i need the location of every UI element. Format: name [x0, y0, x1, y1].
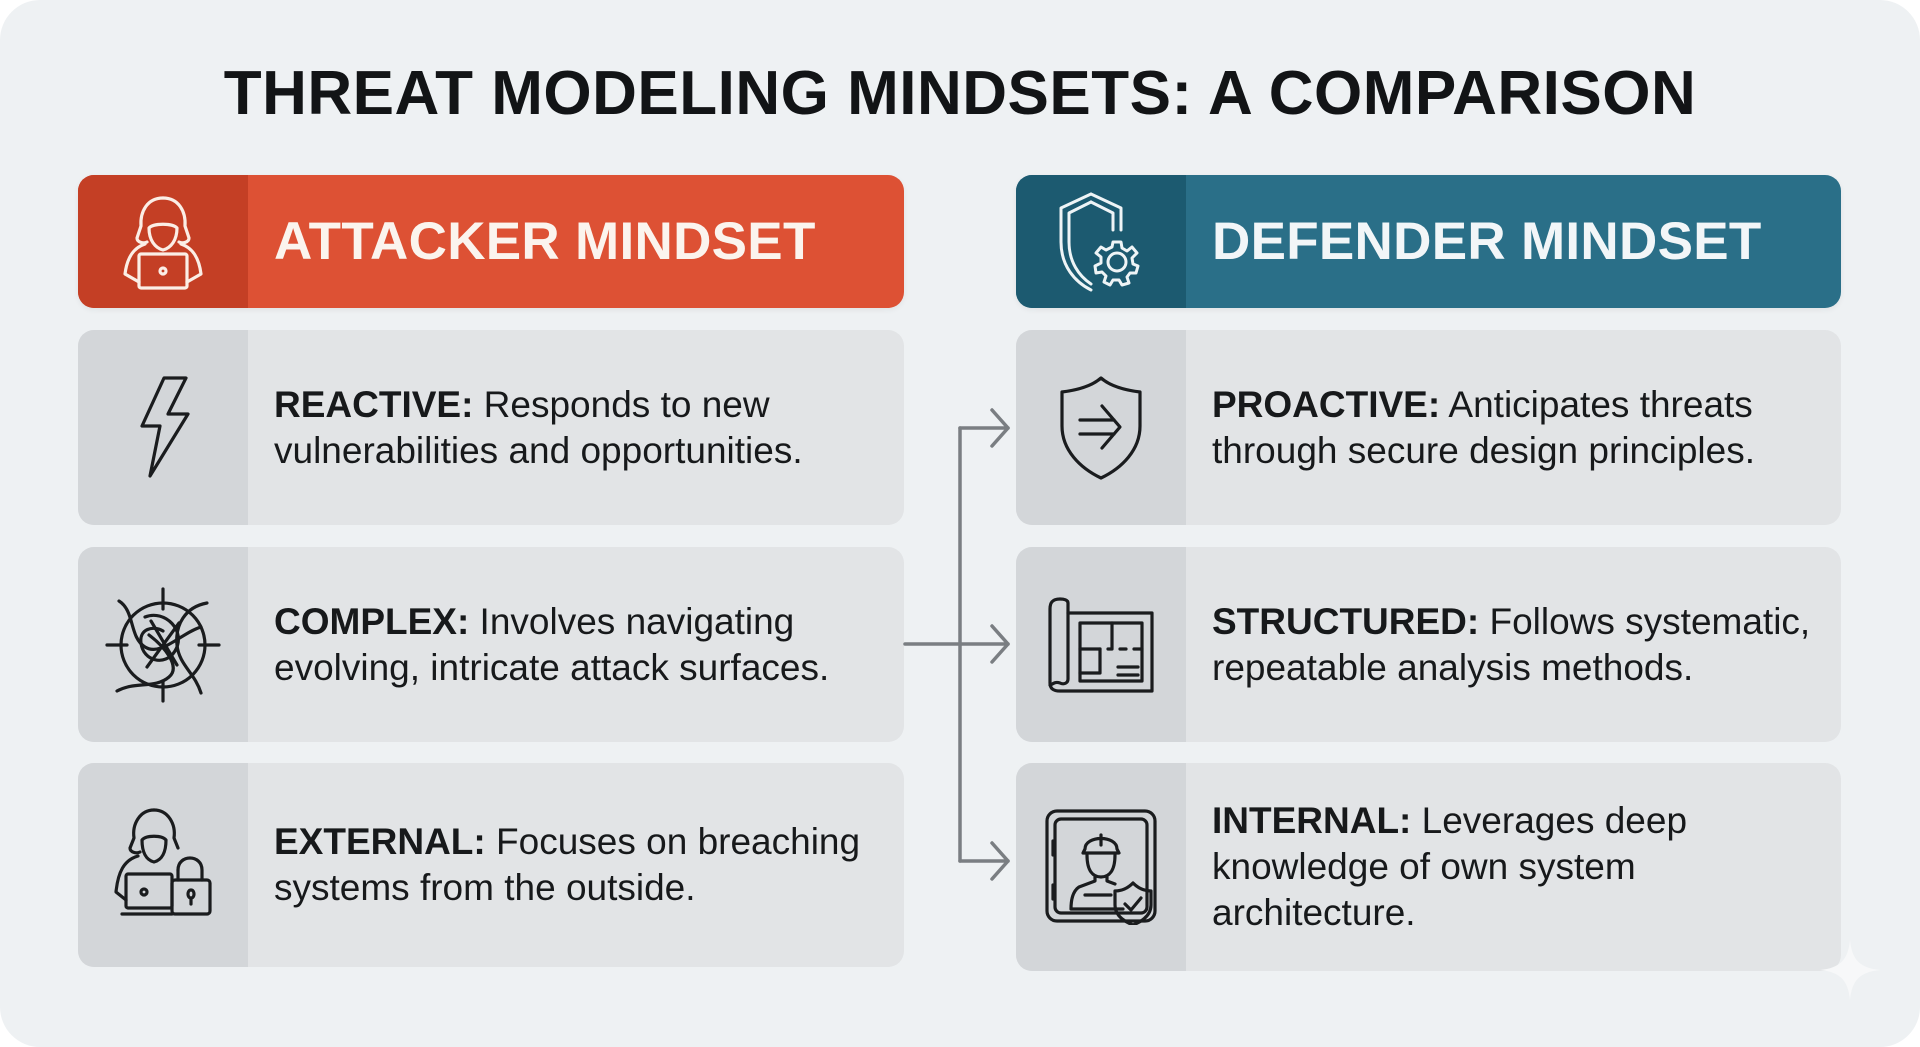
card-icon-cell — [1016, 763, 1186, 971]
card-text: EXTERNAL: Focuses on breaching systems f… — [248, 819, 904, 911]
attacker-header-icon-cell — [78, 175, 248, 308]
card-keyword: COMPLEX: — [274, 600, 470, 642]
card-keyword: REACTIVE: — [274, 383, 474, 425]
attacker-card-complex: COMPLEX: Involves navigating evolving, i… — [78, 547, 904, 742]
shield-gear-icon — [1059, 192, 1140, 291]
attacker-mindset-header: ATTACKER MINDSET — [78, 175, 904, 308]
card-description: Involves navigating evolving, intricate … — [274, 600, 830, 688]
defender-header-icon-cell — [1016, 175, 1186, 308]
card-icon-cell — [1016, 547, 1186, 742]
card-description: Anticipates threats through secure desig… — [1212, 383, 1755, 471]
card-icon-cell — [78, 763, 248, 967]
card-description: Focuses on breaching systems from the ou… — [274, 821, 861, 908]
engineer-shield-icon — [1045, 809, 1157, 925]
blueprint-icon — [1048, 596, 1154, 693]
card-icon-cell — [78, 330, 248, 525]
shield-arrow-icon — [1060, 375, 1142, 480]
sparkle-icon — [1820, 940, 1880, 1000]
hooded-hacker-laptop-icon — [123, 195, 203, 290]
card-keyword: EXTERNAL: — [274, 821, 486, 862]
card-keyword: PROACTIVE: — [1212, 383, 1441, 425]
attacker-card-external: EXTERNAL: Focuses on breaching systems f… — [78, 763, 904, 967]
defender-card-structured: STRUCTURED: Follows systematic, repeatab… — [1016, 547, 1841, 742]
card-description: Follows systematic, repeatable analysis … — [1212, 600, 1811, 688]
card-keyword: INTERNAL: — [1212, 800, 1412, 841]
card-icon-cell — [78, 547, 248, 742]
defender-card-proactive: PROACTIVE: Anticipates threats through s… — [1016, 330, 1841, 525]
attacker-card-reactive: REACTIVE: Responds to new vulnerabilitie… — [78, 330, 904, 525]
card-description: Leverages deep knowledge of own system a… — [1212, 800, 1688, 933]
tangled-target-icon — [105, 586, 221, 703]
card-text: COMPLEX: Involves navigating evolving, i… — [248, 599, 904, 691]
card-text: INTERNAL: Leverages deep knowledge of ow… — [1186, 798, 1841, 936]
card-text: PROACTIVE: Anticipates threats through s… — [1186, 382, 1841, 474]
hacker-with-lock-icon — [114, 808, 212, 916]
card-icon-cell — [1016, 330, 1186, 525]
card-description: Responds to new vulnerabilities and oppo… — [274, 383, 803, 471]
page-title: THREAT MODELING MINDSETS: A COMPARISON — [223, 59, 1697, 128]
defender-card-internal: INTERNAL: Leverages deep knowledge of ow… — [1016, 763, 1841, 971]
defender-mindset-header: DEFENDER MINDSET — [1016, 175, 1841, 308]
card-keyword: STRUCTURED: — [1212, 600, 1480, 642]
card-text: REACTIVE: Responds to new vulnerabilitie… — [248, 382, 904, 474]
lightning-bolt-icon — [140, 375, 190, 478]
attacker-header-label: ATTACKER MINDSET — [274, 212, 816, 271]
defender-header-label: DEFENDER MINDSET — [1212, 212, 1762, 271]
card-text: STRUCTURED: Follows systematic, repeatab… — [1186, 599, 1841, 691]
